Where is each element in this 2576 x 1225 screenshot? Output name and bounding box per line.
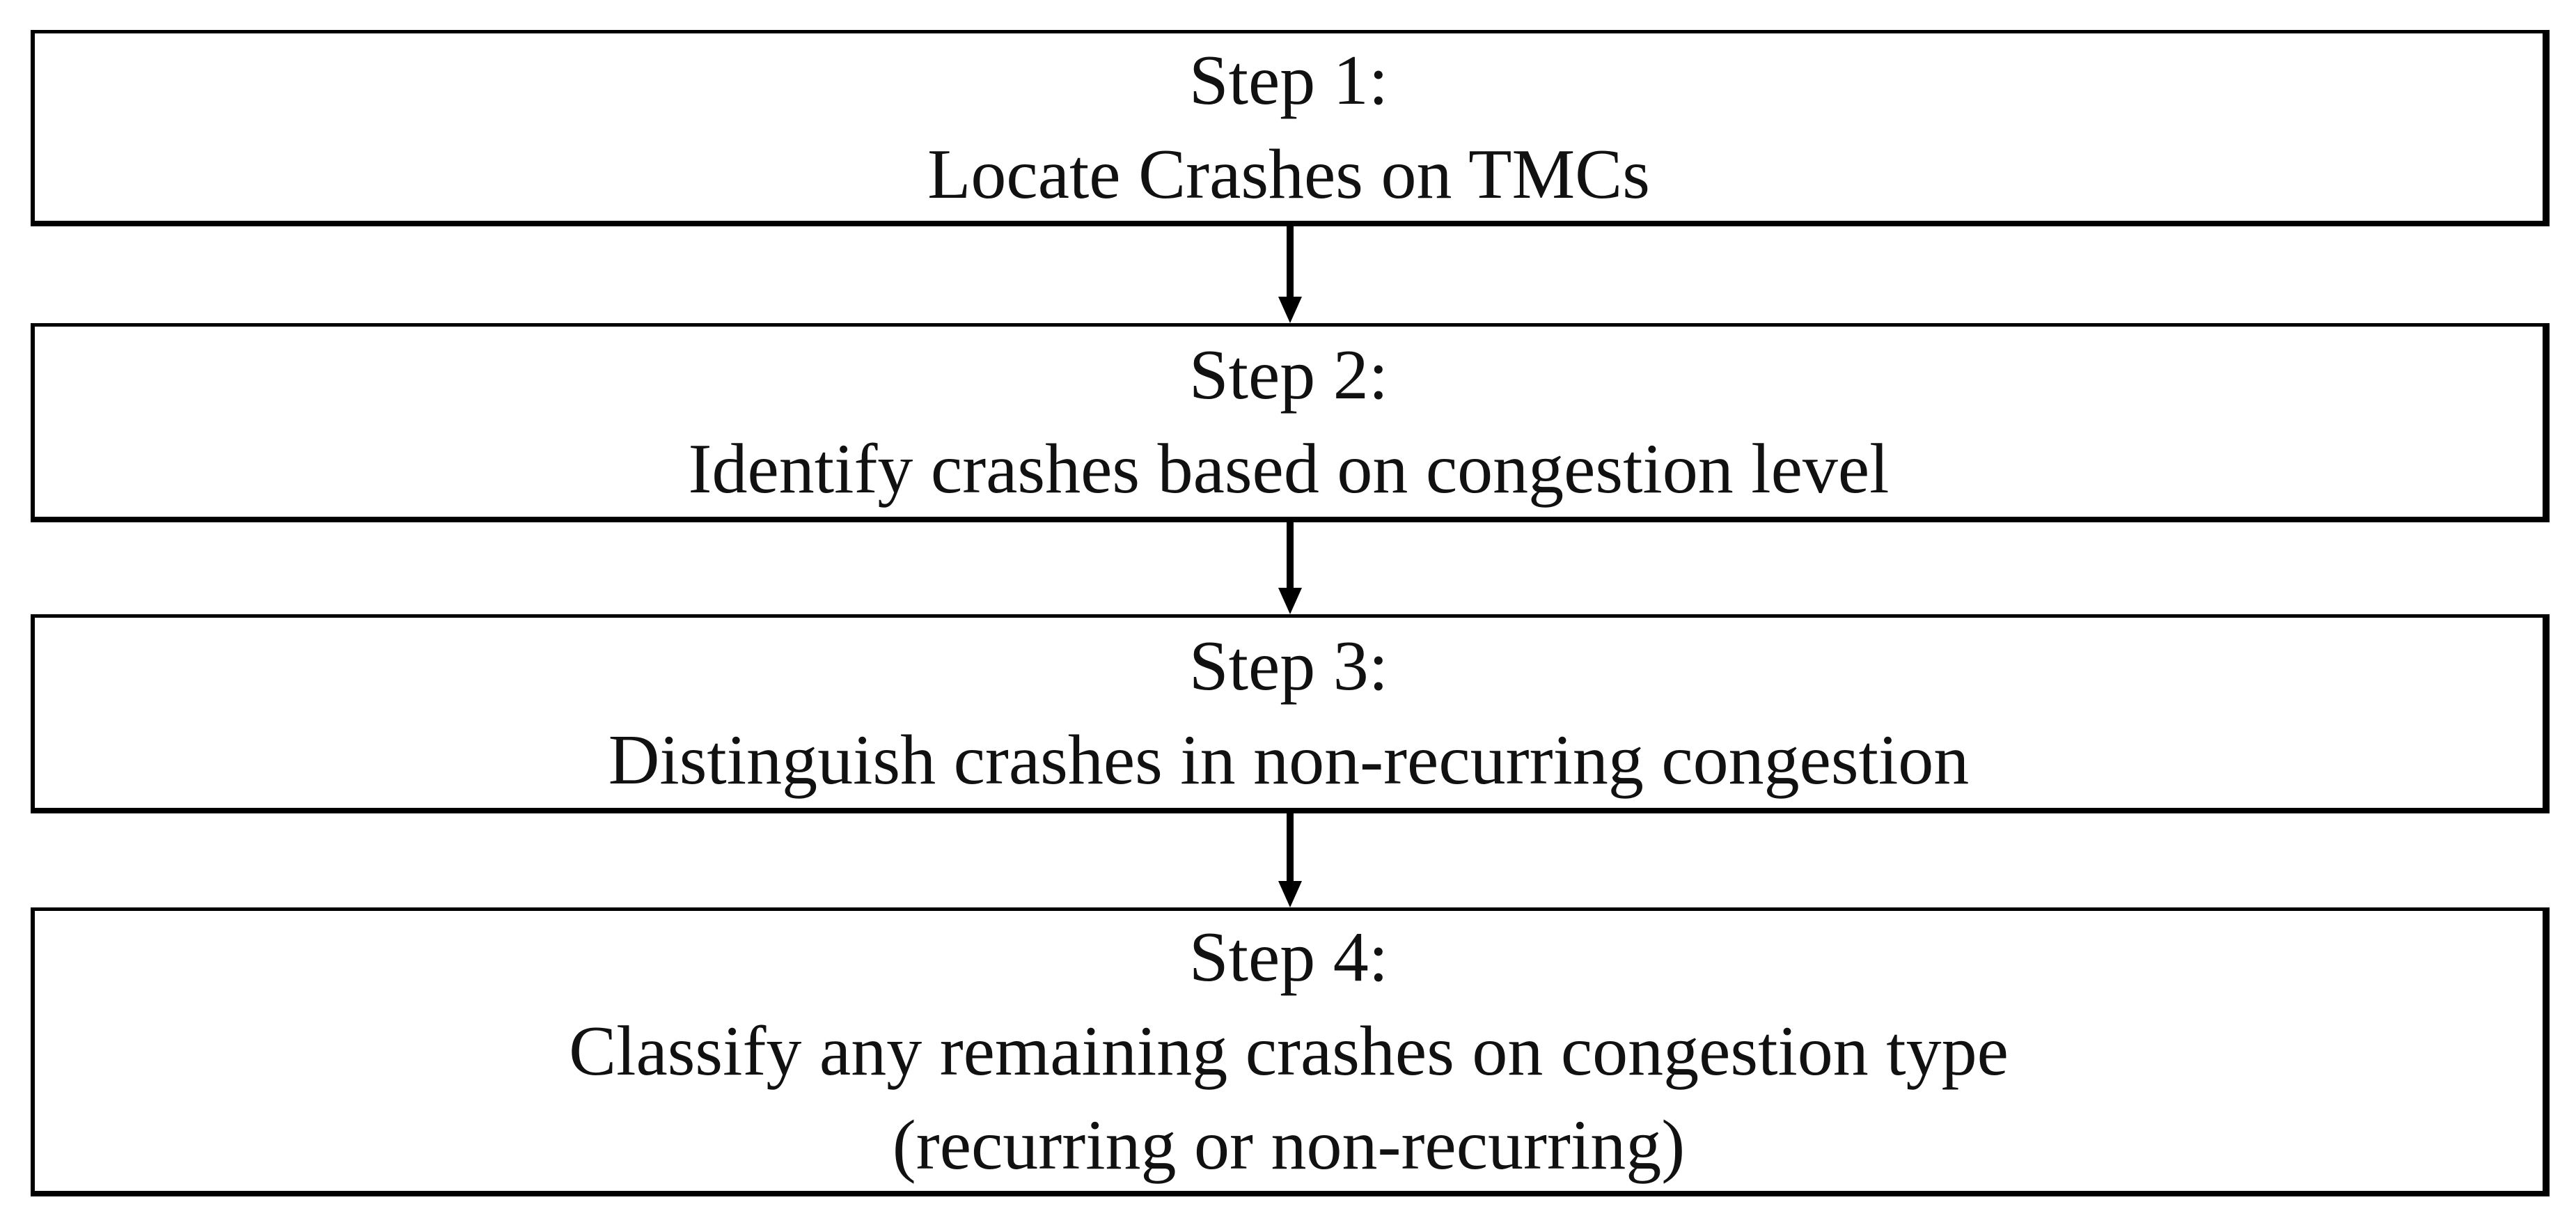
step-3-text: Distinguish crashes in non-recurring con… <box>608 720 1970 799</box>
step-2-box: Step 2: Identify crashes based on conges… <box>31 323 2550 522</box>
step-3-title: Step 3: <box>1188 626 1389 705</box>
flowchart: Step 1: Locate Crashes on TMCs Step 2: I… <box>31 30 2550 1196</box>
arrow-shaft <box>1287 813 1294 881</box>
arrow-down-icon <box>1278 588 1302 614</box>
step-4-subtext: (recurring or non-recurring) <box>892 1105 1686 1185</box>
step-4-text: Classify any remaining crashes on conges… <box>569 1011 2009 1091</box>
step-1-title: Step 1: <box>1188 40 1389 120</box>
step-4-title: Step 4: <box>1188 917 1389 997</box>
step-3-box: Step 3: Distinguish crashes in non-recur… <box>31 614 2550 813</box>
step-2-title: Step 2: <box>1188 335 1389 414</box>
connector-arrow-2 <box>31 522 2550 614</box>
step-4-box: Step 4: Classify any remaining crashes o… <box>31 907 2550 1196</box>
step-1-box: Step 1: Locate Crashes on TMCs <box>31 30 2550 226</box>
arrow-shaft <box>1287 522 1294 588</box>
step-2-text: Identify crashes based on congestion lev… <box>688 429 1890 508</box>
connector-arrow-3 <box>31 813 2550 907</box>
arrow-down-icon <box>1278 881 1302 907</box>
arrow-down-icon <box>1278 297 1302 323</box>
arrow-shaft <box>1287 226 1294 297</box>
connector-arrow-1 <box>31 226 2550 323</box>
step-1-text: Locate Crashes on TMCs <box>927 134 1650 214</box>
